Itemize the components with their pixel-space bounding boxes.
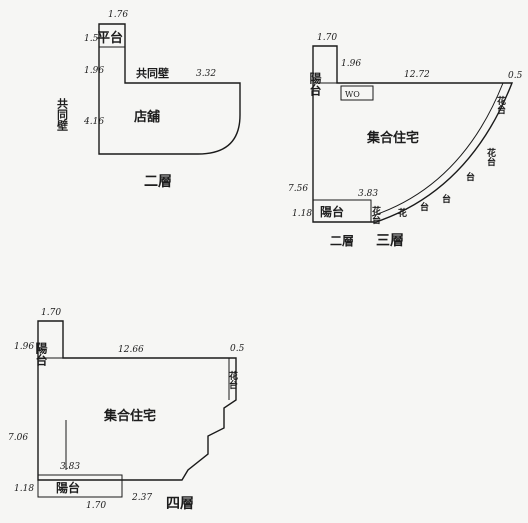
floor4-dim-balcony-height: 1.96 (14, 342, 34, 352)
floor4-dim-bottom-balcony-width: 3.83 (60, 462, 80, 472)
floor3-plan: WO 1.70 1.96 12.72 0.5 7.56 3.83 1.18 陽台… (288, 33, 523, 249)
floor4-dim-top-wall: 12.66 (118, 345, 144, 355)
floor2-title: 二層 (144, 174, 172, 190)
floor2-shared-wall-side: 共同壁 (56, 97, 69, 131)
floor4-bottom-balcony (37, 474, 123, 498)
floor4-flower-box: 花台 (227, 370, 238, 390)
floor2-outline (98, 23, 241, 155)
floor3-dim-balcony-width: 1.70 (317, 33, 337, 43)
floor3-balcony-bottom: 陽台 (320, 204, 344, 219)
floor3-dim-balcony-height: 1.96 (341, 59, 361, 69)
floor3-title: 三層 (376, 233, 404, 249)
floor3-flower-box-top: 花台 (495, 95, 506, 115)
floor3-stamp: WO (345, 90, 360, 99)
floor4-dim-bottom-step: 2.37 (131, 493, 152, 503)
floor4-dim-left-wall: 7.06 (8, 433, 28, 443)
floor3-curve-char-4: 台 (466, 171, 475, 183)
floor3-stamp-box (340, 85, 374, 101)
floor3-dim-left-wall: 7.56 (288, 184, 308, 194)
floor3-living-label: 集合住宅 (366, 130, 419, 146)
floor4-dim-bottom-balcony-base: 1.70 (86, 501, 106, 511)
floor3-outline (312, 45, 514, 223)
floor3-curve-char-2: 台 (420, 201, 429, 213)
floor3-curved-flower-box (371, 82, 504, 217)
floor3-dim-top-wall: 12.72 (404, 70, 430, 80)
floor2-balcony-label: 平台 (97, 30, 123, 46)
floor3-dim-corner: 0.5 (508, 71, 523, 81)
floor3-bottom-balcony (312, 199, 372, 223)
floor3-curve-char-1: 花 (398, 207, 407, 219)
floor4-balcony-top: 陽台 (34, 342, 48, 367)
floor4-outline (37, 320, 237, 481)
floor3-curve-char-3: 台 (442, 193, 451, 205)
floor2-dim-left-upper: 1.96 (84, 66, 104, 76)
floor4-dim-corner: 0.5 (230, 344, 245, 354)
floor3-flower-box-curve: 花台 (485, 147, 496, 167)
floor4-title: 四層 (166, 496, 194, 512)
floor2-plan: 1.76 1.5 1.96 4.16 3.32 平台 共同壁 店舖 共同壁 二層 (56, 10, 241, 190)
floor2-dim-balcony-width: 1.76 (108, 10, 128, 20)
floor3-note: 二層 (330, 234, 354, 248)
floor3-flower-box-bottom: 花台 (370, 205, 381, 225)
floor4-dim-balcony-width: 1.70 (41, 308, 61, 318)
floor4-plan: 1.70 1.96 12.66 0.5 7.06 3.83 1.18 1.70 … (8, 308, 245, 512)
floor2-shop-label: 店舖 (134, 109, 160, 125)
floor3-dim-bottom-balcony-height: 1.18 (292, 209, 312, 219)
floor2-dim-left-wall: 4.16 (83, 117, 104, 127)
floor4-living-label: 集合住宅 (103, 408, 156, 424)
floor4-balcony-bottom: 陽台 (56, 480, 80, 495)
floor3-balcony-top: 陽台 (308, 72, 322, 97)
floor2-shared-wall-top: 共同壁 (136, 66, 169, 80)
floor2-dim-balcony-height: 1.5 (84, 34, 99, 44)
floor4-dim-bottom-balcony-height: 1.18 (14, 484, 34, 494)
floor2-dim-top-wall: 3.32 (196, 69, 216, 79)
floor3-dim-bottom-balcony-width: 3.83 (358, 189, 378, 199)
